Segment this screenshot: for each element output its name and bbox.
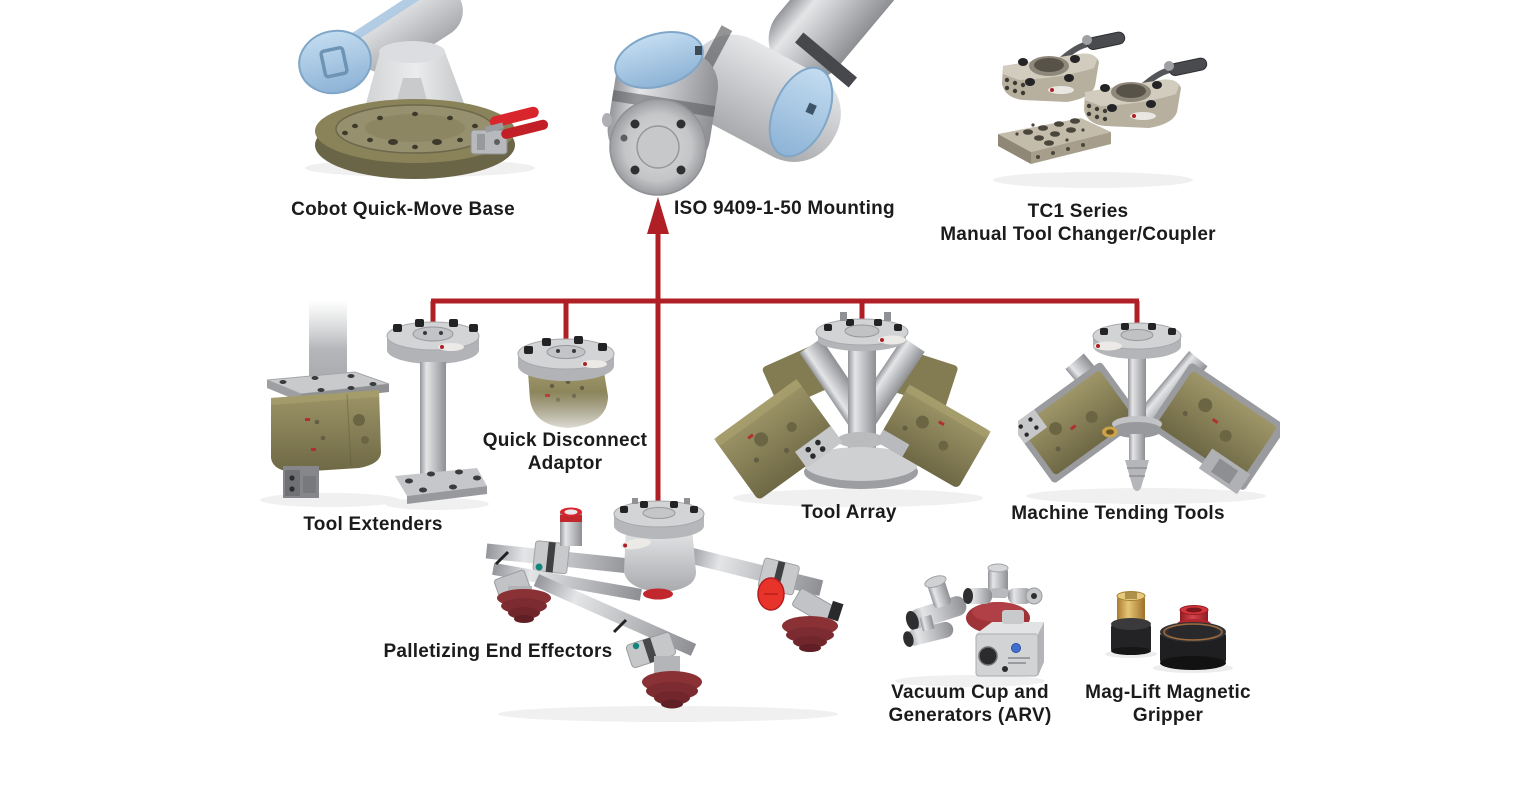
- iso-mounting-robot-image: [602, 0, 902, 196]
- mag-lift-label-line2: Gripper: [1132, 705, 1204, 726]
- tending-gripper-left: [1018, 362, 1142, 483]
- tool-changer-plate: [998, 118, 1111, 164]
- iso-mounting-label: ISO 9409-1-50 Mounting: [674, 198, 895, 219]
- toggle-clamp: [470, 106, 549, 155]
- tc1-tool-changer-image: [993, 31, 1213, 188]
- mag-lift-label-line1: Mag-Lift Magnetic: [1085, 682, 1251, 703]
- palletizing-end-effectors-image: [485, 498, 844, 722]
- vacuum-generator-block: [975, 610, 1044, 677]
- suction-cup-left: [497, 589, 551, 623]
- suction-cup-front: [642, 671, 702, 709]
- maglift-unit-red: [1160, 605, 1226, 670]
- gripper-block-left: [713, 379, 843, 499]
- vacuum-generators-label: Vacuum Cup and Generators (ARV): [888, 681, 1051, 727]
- maglift-unit-brass: [1111, 591, 1151, 655]
- mag-lift-label: Mag-Lift Magnetic Gripper: [1085, 681, 1251, 727]
- palletizer-hub: [613, 498, 705, 600]
- tc1-label-line2: Manual Tool Changer/Coupler: [940, 224, 1216, 245]
- quick-disconnect-label-line2: Adaptor: [527, 453, 603, 474]
- palletizing-label: Palletizing End Effectors: [383, 641, 613, 662]
- tc1-label: TC1 Series Manual Tool Changer/Coupler: [940, 200, 1216, 246]
- tool-extenders-label: Tool Extenders: [303, 514, 443, 535]
- tool-array-image: [713, 312, 991, 507]
- vacuum-generators-image: [895, 563, 1045, 687]
- cobot-base-label: Cobot Quick-Move Base: [291, 199, 515, 220]
- tending-gripper-right: [1148, 363, 1280, 495]
- tc1-label-line1: TC1 Series: [1027, 201, 1129, 222]
- iso-flange-face: [609, 98, 707, 196]
- tool-extenders-image: [260, 300, 489, 510]
- quick-disconnect-label-line1: Quick Disconnect: [482, 430, 648, 451]
- quick-disconnect-label: Quick Disconnect Adaptor: [483, 429, 648, 475]
- vacuum-label-line2: Generators (ARV): [888, 705, 1052, 726]
- suction-cup-right: [782, 616, 838, 652]
- cylindrical-extender: [386, 319, 487, 504]
- machine-tending-tools-image: [1018, 322, 1280, 504]
- gripper-block-right: [876, 384, 991, 487]
- tool-changer-master-unit: [1002, 31, 1126, 102]
- quick-disconnect-adaptor-image: [517, 336, 632, 439]
- tool-array-label: Tool Array: [801, 502, 897, 523]
- machine-tending-label: Machine Tending Tools: [1011, 503, 1225, 524]
- vacuum-label-line1: Vacuum Cup and: [891, 682, 1049, 703]
- cobot-quick-move-base-image: [298, 0, 549, 179]
- mag-lift-gripper-image: [1105, 591, 1233, 673]
